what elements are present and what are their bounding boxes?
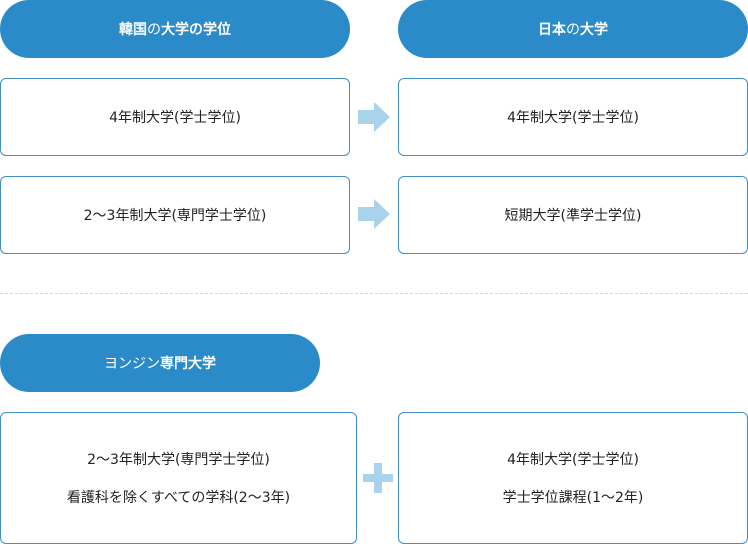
korea-two-three-year-box: 2～3年制大学(専門学士学位) xyxy=(0,176,350,254)
japan-header-prefix: 日本 xyxy=(538,22,566,38)
plus-icon xyxy=(363,463,393,493)
plus-shape xyxy=(363,463,393,493)
korea-degree-header: 韓国の大学の学位 xyxy=(0,0,350,58)
youngjin-header-prefix: ヨンジン xyxy=(104,356,160,372)
section-divider xyxy=(0,293,748,294)
youngjin-additional-degree-note: 学士学位課程(1～2年) xyxy=(502,490,644,506)
korea-two-three-year-label: 2～3年制大学(専門学士学位) xyxy=(83,208,267,224)
japan-junior-college-box: 短期大学(準学士学位) xyxy=(398,176,748,254)
korea-header-middle: の xyxy=(147,22,161,38)
youngjin-current-degree-box: 2～3年制大学(専門学士学位) 看護科を除くすべての学科(2～3年) xyxy=(0,412,357,544)
youngjin-additional-degree-box: 4年制大学(学士学位) 学士学位課程(1～2年) xyxy=(398,412,748,544)
youngjin-current-degree-note: 看護科を除くすべての学科(2～3年) xyxy=(66,490,291,506)
arrow-right-shape xyxy=(358,102,390,132)
arrow-right-shape xyxy=(358,199,390,229)
korea-four-year-label: 4年制大学(学士学位) xyxy=(109,110,241,126)
youngjin-header-suffix: 専門大学 xyxy=(160,356,216,372)
youngjin-additional-degree-label: 4年制大学(学士学位) xyxy=(507,452,639,468)
korea-header-prefix: 韓国 xyxy=(119,22,147,38)
arrow-right-icon xyxy=(358,102,390,132)
japan-header-middle: の xyxy=(566,22,580,38)
korea-header-suffix: 大学の学位 xyxy=(161,22,231,38)
korea-four-year-box: 4年制大学(学士学位) xyxy=(0,78,350,156)
arrow-right-icon xyxy=(358,199,390,229)
youngjin-current-degree-label: 2～3年制大学(専門学士学位) xyxy=(87,452,270,468)
youngjin-college-header: ヨンジン専門大学 xyxy=(0,334,320,392)
japan-four-year-label: 4年制大学(学士学位) xyxy=(507,110,639,126)
japan-university-header: 日本の大学 xyxy=(398,0,748,58)
japan-header-suffix: 大学 xyxy=(580,22,608,38)
japan-four-year-box: 4年制大学(学士学位) xyxy=(398,78,748,156)
japan-junior-college-label: 短期大学(準学士学位) xyxy=(504,208,642,224)
